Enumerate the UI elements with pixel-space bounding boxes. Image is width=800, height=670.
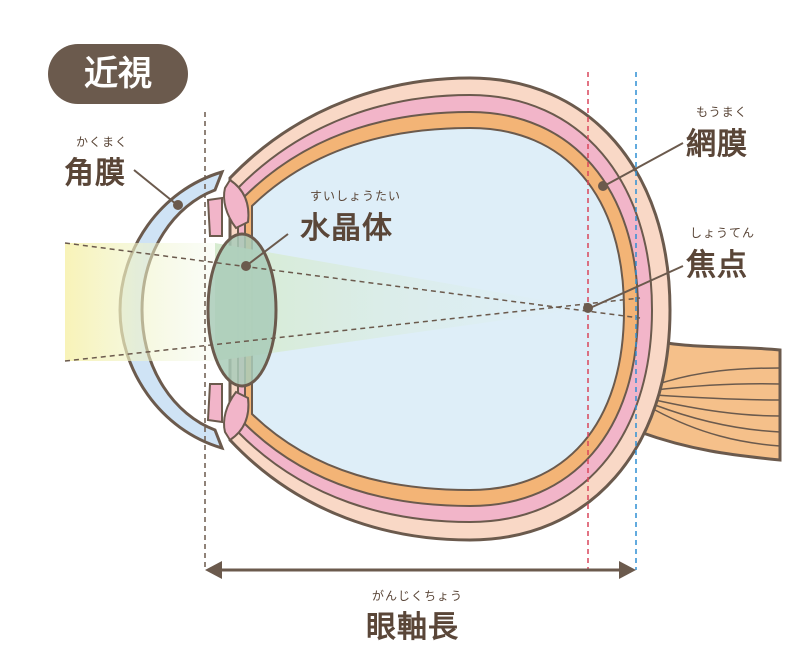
optic-nerve-fibers xyxy=(654,367,781,447)
iris-upper xyxy=(206,196,223,237)
cornea-label: 角膜 xyxy=(64,156,126,191)
lens-ruby: すいしょうたい xyxy=(310,189,402,203)
cornea-ruby: かくまく xyxy=(76,135,129,149)
lens-marker xyxy=(241,261,251,271)
axial-length-ruby: がんじくちょう xyxy=(372,589,464,603)
light-cone xyxy=(215,243,588,361)
focus-ruby: しょうてん xyxy=(690,226,756,240)
ray-upper xyxy=(64,242,641,319)
cornea-leader xyxy=(133,169,177,205)
focal-point xyxy=(583,303,593,313)
ray-lower xyxy=(64,297,641,362)
title-text: 近視 xyxy=(84,54,152,94)
axial-length-arrow-right xyxy=(619,561,636,579)
focus-label: 焦点 xyxy=(686,248,748,283)
ciliary-body-upper xyxy=(223,178,250,230)
retina-ruby: もうまく xyxy=(696,105,748,119)
light-beam xyxy=(65,243,215,361)
axial-length-arrow-left xyxy=(205,561,222,579)
crystalline-lens xyxy=(206,232,278,388)
cornea-marker xyxy=(173,200,183,210)
lens-label: 水晶体 xyxy=(300,211,393,246)
focus-leader xyxy=(589,265,684,309)
axial-length-label: 眼軸長 xyxy=(366,610,459,645)
title-badge: 近視 xyxy=(48,44,188,104)
retina-marker xyxy=(598,181,608,191)
retina-leader xyxy=(603,142,684,187)
iris-lower xyxy=(206,383,223,424)
ciliary-body-lower xyxy=(223,390,250,442)
retina-label: 網膜 xyxy=(686,127,748,162)
lens-leader xyxy=(245,233,289,267)
